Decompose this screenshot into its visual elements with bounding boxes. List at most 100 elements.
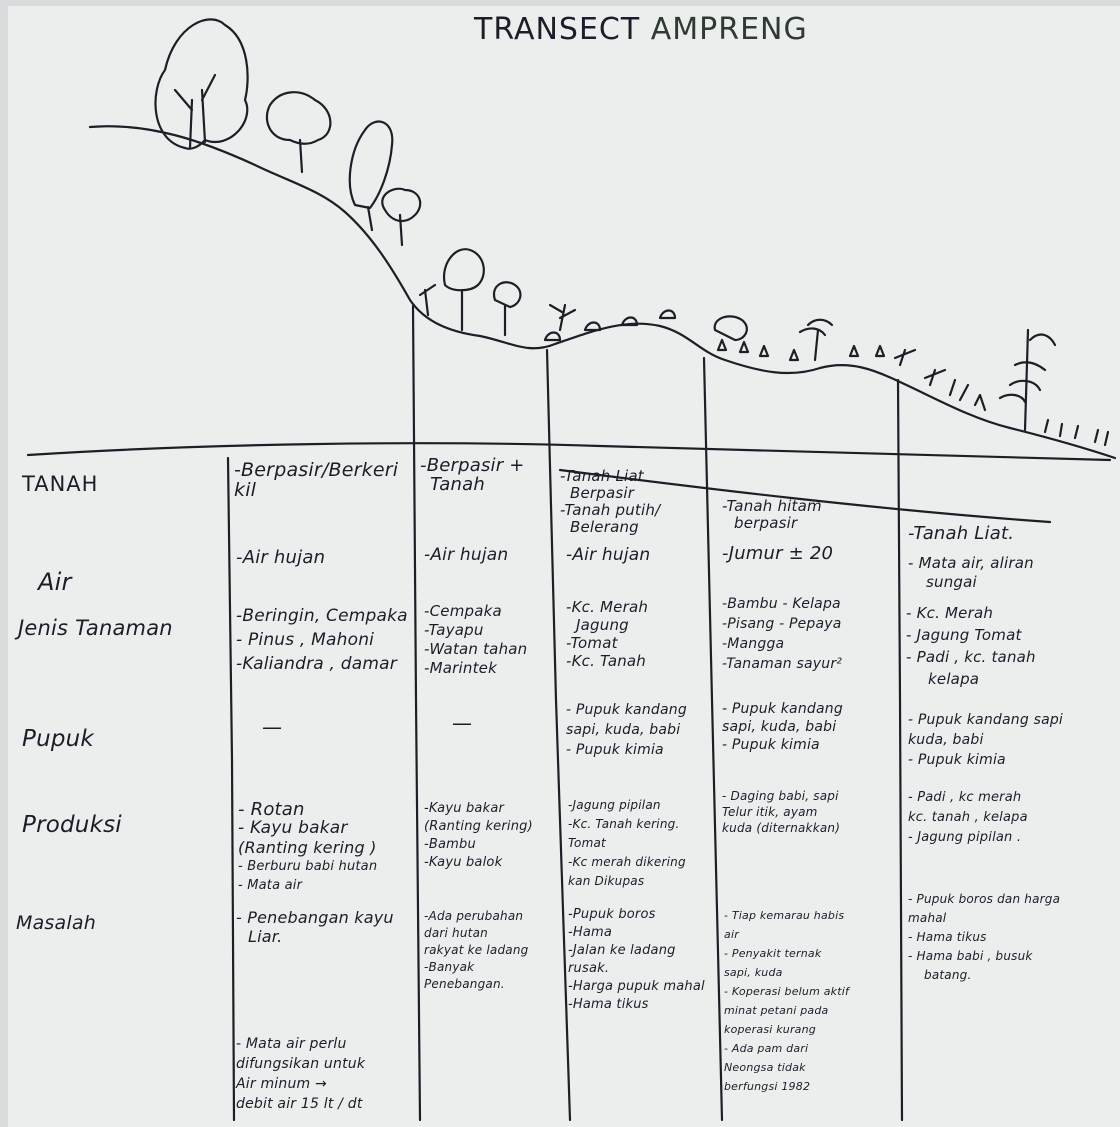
cell-line: kelapa	[928, 670, 980, 688]
cell-line: rusak.	[568, 961, 610, 976]
cell-line: -Ada perubahan	[424, 909, 524, 923]
cell-line: - Berburu babi hutan	[238, 859, 378, 874]
col5-produksi: - Padi , kc merah kc. tanah , kelapa - J…	[908, 788, 1028, 848]
cell-line: - Hama tikus	[908, 930, 987, 944]
cell-line: -Tanah hitam	[722, 497, 822, 515]
cell-line: kil	[234, 479, 257, 501]
col4-jenis: -Bambu - Kelapa -Pisang - Pepaya -Mangga…	[722, 594, 842, 674]
column-divider-2	[411, 304, 422, 1122]
col3-air: -Air hujan	[566, 545, 651, 565]
col1-masalah: - Penebangan kayu Liar.	[236, 908, 394, 946]
terrain-profile	[88, 125, 1117, 460]
cell-line: - Mata air	[238, 878, 303, 893]
cell-line: -Kc. Merah	[566, 598, 649, 616]
col5-tanah: -Tanah Liat.	[908, 523, 1015, 544]
cell-line: -Kc. Tanah	[566, 652, 647, 670]
cell-line: -Tanah Liat	[560, 467, 644, 485]
column-divider-3	[545, 348, 572, 1122]
cell-line: -Pupuk boros	[568, 907, 656, 922]
cell-line: - Mata air perlu	[236, 1036, 347, 1052]
cell-line: -Beringin, Cempaka	[236, 606, 408, 626]
cell-line: Neongsa tidak	[724, 1061, 806, 1074]
cell-line: kuda, babi	[908, 732, 984, 748]
cell-line: difungsikan untuk	[236, 1056, 366, 1072]
col1-tanah: -Berpasir/Berkeri kil	[234, 460, 398, 500]
col2-air: -Air hujan	[424, 545, 509, 565]
cell-line: - Hama babi , busuk	[908, 949, 1033, 963]
cell-line: - Rotan	[238, 799, 305, 820]
cell-line: sungai	[926, 573, 977, 591]
cell-line: - Tiap kemarau habis	[724, 909, 845, 922]
cell-line: - Koperasi belum aktif	[724, 985, 850, 998]
cell-line: - Jagung Tomat	[906, 626, 1022, 644]
col2-produksi: -Kayu bakar (Ranting kering) -Bambu -Kay…	[424, 800, 533, 872]
title-transect: TRANSECT	[474, 12, 641, 47]
cell-line: Liar.	[248, 927, 283, 946]
cell-line: - Pupuk kimia	[566, 742, 664, 758]
cell-line: - Pinus , Mahoni	[236, 630, 375, 650]
title-location: AMPRENG	[650, 12, 808, 47]
col1-produksi: - Rotan - Kayu bakar (Ranting kering ) -…	[238, 800, 377, 895]
col4-masalah: - Tiap kemarau habis air - Penyakit tern…	[724, 906, 849, 1096]
cell-line: - Pupuk boros dan harga	[908, 892, 1061, 906]
col1-note: - Mata air perlu difungsikan untuk Air m…	[236, 1034, 365, 1114]
cell-line: -Kayu balok	[424, 855, 503, 870]
cell-line: - Pupuk kandang	[566, 702, 687, 718]
col4-air: -Jumur ± 20	[722, 543, 834, 564]
forest-trees-icon	[154, 18, 422, 247]
cell-line: - Pupuk kandang sapi	[908, 712, 1064, 728]
cell-line: minat petani pada	[724, 1004, 829, 1017]
crop-plants-icon	[418, 248, 1110, 447]
table-top-line	[26, 442, 1112, 462]
cell-line: - Pupuk kimia	[722, 737, 820, 753]
cell-line: -Berpasir +	[420, 455, 525, 476]
cell-line: kc. tanah , kelapa	[908, 810, 1028, 825]
col5-pupuk: - Pupuk kandang sapi kuda, babi - Pupuk …	[908, 710, 1063, 770]
cell-line: -Kaliandra , damar	[236, 654, 397, 674]
cell-line: Belerang	[570, 518, 639, 536]
cell-line: - Daging babi, sapi	[722, 789, 839, 803]
row-label-tanah: TANAH	[22, 472, 99, 496]
col2-pupuk: —	[452, 711, 473, 735]
cell-line: -Bambu	[424, 837, 476, 852]
cell-line: - Padi , kc. tanah	[906, 648, 1036, 666]
row-label-air: Air	[38, 568, 72, 596]
cell-line: batang.	[924, 968, 972, 982]
cell-line: - Kayu bakar	[238, 818, 348, 838]
cell-line: -Tanah putih/	[560, 501, 661, 519]
cell-line: -Jalan ke ladang	[568, 943, 676, 958]
cell-line: -Watan tahan	[424, 640, 528, 658]
row-label-jenis-tanaman: Jenis Tanaman	[18, 616, 173, 640]
cell-line: -Hama tikus	[568, 997, 649, 1012]
cell-line: Jagung	[576, 616, 629, 634]
cell-line: koperasi kurang	[724, 1023, 816, 1036]
cell-line: -Kc. Tanah kering.	[568, 817, 680, 831]
diagram-title: TRANSECT AMPRENG	[474, 12, 808, 47]
col1-pupuk: —	[262, 715, 283, 739]
cell-line: - Pupuk kimia	[908, 752, 1006, 768]
cell-line: -Hama	[568, 925, 613, 940]
cell-line: - Jagung pipilan .	[908, 830, 1022, 845]
cell-line: sapi, kuda, babi	[566, 722, 681, 738]
col1-air: -Air hujan	[236, 547, 326, 568]
col1-jenis: -Beringin, Cempaka - Pinus , Mahoni -Kal…	[236, 604, 408, 676]
cell-line: -Cempaka	[424, 602, 502, 620]
cell-line: kan Dikupas	[568, 874, 645, 888]
col4-produksi: - Daging babi, sapi Telur itik, ayam kud…	[722, 788, 840, 836]
cell-line: Telur itik, ayam	[722, 805, 818, 819]
col2-jenis: -Cempaka -Tayapu -Watan tahan -Marintek	[424, 602, 527, 678]
cell-line: berpasir	[734, 514, 798, 532]
col3-pupuk: - Pupuk kandang sapi, kuda, babi - Pupuk…	[566, 700, 687, 760]
col3-produksi: -Jagung pipilan -Kc. Tanah kering. Tomat…	[568, 796, 686, 891]
col2-tanah: -Berpasir + Tanah	[420, 456, 525, 494]
cell-line: sapi, kuda	[724, 966, 783, 979]
cell-line: Air minum →	[236, 1076, 327, 1092]
column-divider-1	[226, 456, 236, 1122]
col3-jenis: -Kc. Merah Jagung -Tomat -Kc. Tanah	[566, 598, 648, 670]
cell-line: mahal	[908, 911, 947, 925]
cell-line: -Tomat	[566, 634, 618, 652]
row-label-pupuk: Pupuk	[22, 726, 94, 752]
cell-line: -Harga pupuk mahal	[568, 979, 705, 994]
row-label-produksi: Produksi	[22, 812, 122, 838]
